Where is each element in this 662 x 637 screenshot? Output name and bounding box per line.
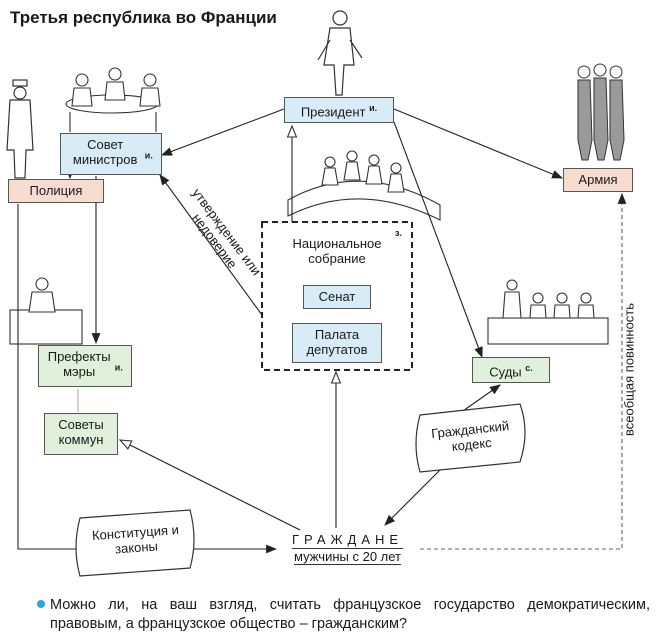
assembly-mark: з. <box>395 228 402 238</box>
assembly-frame <box>261 221 413 371</box>
assembly-crowd-icon <box>287 150 441 221</box>
ministers-table-icon <box>65 67 161 132</box>
senate-box: Сенат <box>303 285 371 309</box>
army-soldiers-icon <box>577 63 625 161</box>
police-label: Полиция <box>29 183 83 198</box>
courts-label: Суды <box>489 364 522 380</box>
prefect-desk-icon <box>9 277 83 345</box>
president-label: Президент <box>300 104 366 120</box>
assembly-label-text: Национальное собрание <box>292 236 382 266</box>
citizens-label: ГРАЖДАНЕ <box>292 532 404 549</box>
conscription-label: всеобщая повинность <box>621 302 637 436</box>
courts-mark: с. <box>525 363 533 373</box>
prefects-label: Префекты мэры <box>47 349 111 379</box>
council-box: Совет министров и. <box>60 133 162 175</box>
court-judges-icon <box>487 279 609 345</box>
prefects-box: Префекты мэры и. <box>38 345 132 387</box>
communes-box: Советы коммун <box>44 413 118 455</box>
chamber-label: Палата депутатов <box>306 327 368 357</box>
council-label: Совет министров <box>72 137 138 167</box>
president-box: Президент и. <box>284 97 394 123</box>
assembly-label: Национальное собрание <box>268 236 406 267</box>
citizens-sublabel: мужчины с 20 лет <box>294 549 402 565</box>
army-label: Армия <box>578 172 618 187</box>
page-title: Третья республика во Франции <box>10 8 277 27</box>
army-box: Армия <box>563 168 633 192</box>
president-figure-icon <box>317 10 363 96</box>
citizens-node: ГРАЖДАНЕ мужчины с 20 лет <box>292 532 404 565</box>
constitution-scroll <box>75 509 195 577</box>
council-mark: и. <box>144 150 153 161</box>
chamber-box: Палата депутатов <box>292 323 382 363</box>
civil-code-scroll <box>415 403 526 473</box>
question-text: Можно ли, на ваш взгляд, считать француз… <box>50 597 650 632</box>
bullet-icon <box>37 600 45 608</box>
police-box: Полиция <box>8 179 104 203</box>
courts-box: Суды с. <box>472 357 550 383</box>
prefects-mark: и. <box>114 362 123 373</box>
communes-label: Советы коммун <box>58 417 104 447</box>
senate-label: Сенат <box>318 289 356 304</box>
police-officer-icon <box>6 79 34 179</box>
president-mark: и. <box>369 103 378 113</box>
